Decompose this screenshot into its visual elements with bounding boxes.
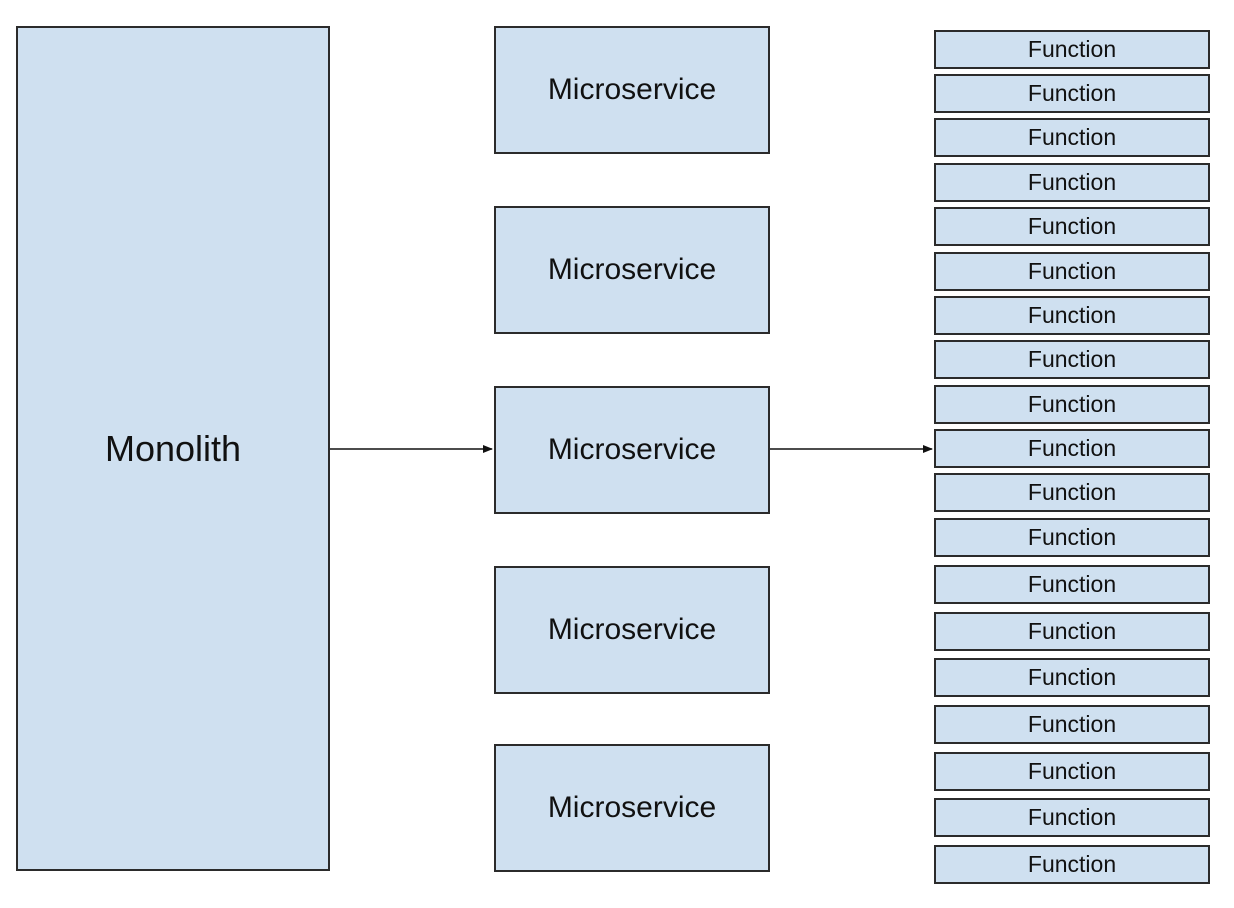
function-label: Function	[1027, 758, 1117, 784]
function-label: Function	[1027, 36, 1117, 62]
function-label: Function	[1027, 664, 1117, 690]
function-label: Function	[1027, 213, 1117, 239]
function-box-8: Function	[934, 340, 1210, 379]
function-box-19: Function	[934, 845, 1210, 884]
microservice-box-1: Microservice	[494, 26, 770, 154]
function-box-10: Function	[934, 429, 1210, 468]
function-box-12: Function	[934, 518, 1210, 557]
microservice-label: Microservice	[547, 253, 717, 286]
function-label: Function	[1027, 804, 1117, 830]
function-box-14: Function	[934, 612, 1210, 651]
monolith-box: Monolith	[16, 26, 330, 871]
microservice-box-2: Microservice	[494, 206, 770, 334]
function-label: Function	[1027, 435, 1117, 461]
function-label: Function	[1027, 851, 1117, 877]
function-label: Function	[1027, 302, 1117, 328]
function-box-18: Function	[934, 798, 1210, 837]
microservice-label: Microservice	[547, 73, 717, 106]
function-label: Function	[1027, 479, 1117, 505]
function-label: Function	[1027, 711, 1117, 737]
function-box-11: Function	[934, 473, 1210, 512]
microservice-label: Microservice	[547, 791, 717, 824]
function-label: Function	[1027, 524, 1117, 550]
function-label: Function	[1027, 169, 1117, 195]
function-box-6: Function	[934, 252, 1210, 291]
function-box-13: Function	[934, 565, 1210, 604]
function-box-9: Function	[934, 385, 1210, 424]
function-box-3: Function	[934, 118, 1210, 157]
function-box-4: Function	[934, 163, 1210, 202]
microservice-label: Microservice	[547, 613, 717, 646]
function-label: Function	[1027, 80, 1117, 106]
function-label: Function	[1027, 258, 1117, 284]
function-box-17: Function	[934, 752, 1210, 791]
function-label: Function	[1027, 346, 1117, 372]
function-box-16: Function	[934, 705, 1210, 744]
function-label: Function	[1027, 571, 1117, 597]
function-box-5: Function	[934, 207, 1210, 246]
microservice-label: Microservice	[547, 433, 717, 466]
function-label: Function	[1027, 618, 1117, 644]
microservice-box-5: Microservice	[494, 744, 770, 872]
microservice-box-4: Microservice	[494, 566, 770, 694]
function-box-15: Function	[934, 658, 1210, 697]
monolith-label: Monolith	[104, 427, 242, 469]
function-box-2: Function	[934, 74, 1210, 113]
function-label: Function	[1027, 124, 1117, 150]
function-box-7: Function	[934, 296, 1210, 335]
function-label: Function	[1027, 391, 1117, 417]
function-box-1: Function	[934, 30, 1210, 69]
microservice-box-3: Microservice	[494, 386, 770, 514]
